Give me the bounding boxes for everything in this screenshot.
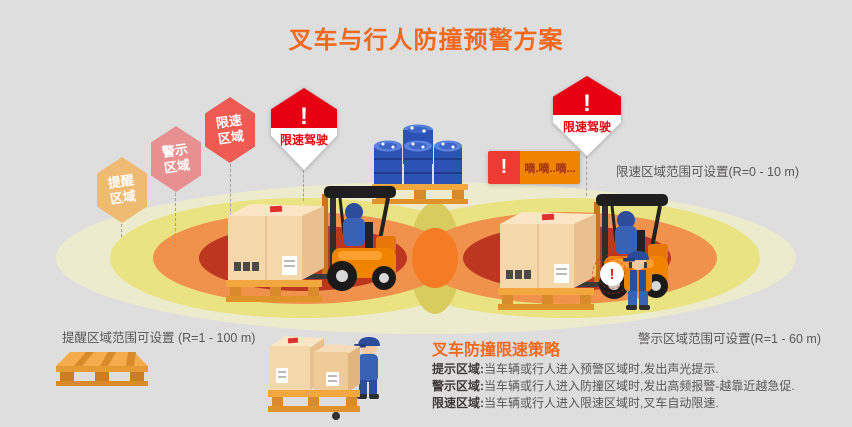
strategy-title: 叉车防撞限速策略 [432,342,561,359]
speed-drive-label: 限速驾驶 [553,115,621,156]
beep-alarm-text: 嘀.嘀..嘀... [520,151,580,184]
forklift-left-illustration [226,186,396,302]
alert-exclamation-icon: ! [600,262,624,286]
speed-tag-connector [230,164,231,246]
warn-tag-connector [175,193,176,246]
speed-badge-right-connector [586,156,587,196]
pedestrian-illustration [623,251,652,310]
strategy-item-label: 提示区域: [432,362,484,376]
exclamation-icon: ! [488,151,520,184]
strategy-item-text: 当车辆或行人进入预警区域时,发出声光提示. [484,362,719,376]
strategy-item-text: 当车辆或行人进入限速区域时,叉车自动限速. [484,396,719,410]
speed-badge-left-connector [303,170,304,201]
speed-drive-badge-left: ! 限速驾驶 [271,88,337,170]
speed-drive-label: 限速驾驶 [271,128,337,170]
exclamation-icon: ! [271,88,337,129]
page-title: 叉车与行人防撞预警方案 [288,27,564,54]
barrels-illustration [372,124,468,204]
warn-zone-tag: 警示 区域 [151,126,201,192]
zones-overlap-inner [412,228,458,288]
speed-zone-range-note: 限速区域范围可设置(R=0 - 10 m) [616,165,800,179]
forklift [304,186,396,291]
strategy-item-text: 当车辆或行人进入防撞区域时,发出高频报警-越靠近越急促. [484,379,795,393]
strategy-item-label: 警示区域: [432,379,484,393]
exclamation-icon: ! [553,76,621,116]
remind-zone-range-note: 提醒区域范围可设置 (R=1 - 100 m) [62,331,256,345]
warn-tag-line2: 区域 [163,157,191,176]
remind-tag-line2: 区域 [109,188,137,207]
beep-alarm-badge: ! 嘀.嘀..嘀... [488,151,580,184]
remind-tag-connector [121,224,122,237]
strategy-item-notify: 提示区域:当车辆或行人进入预警区域时,发出声光提示. [432,360,719,377]
speed-zone-tag: 限速 区域 [205,97,255,163]
boxes-worker-illustration [268,336,380,420]
strategy-item-limit: 限速区域:当车辆或行人进入限速区域时,叉车自动限速. [432,394,719,411]
speed-tag-line2: 区域 [217,128,245,147]
speed-drive-badge-right: ! 限速驾驶 [553,76,621,156]
warn-zone-range-note: 警示区域范围可设置(R=1 - 60 m) [638,332,822,346]
strategy-item-label: 限速区域: [432,396,484,410]
strategy-item-warn: 警示区域:当车辆或行人进入防撞区域时,发出高频报警-越靠近越急促. [432,377,795,394]
cargo-box [226,204,324,302]
alert-exclamation-glyph: ! [609,265,615,283]
cargo-box [498,212,596,310]
empty-pallet-illustration [56,352,148,386]
